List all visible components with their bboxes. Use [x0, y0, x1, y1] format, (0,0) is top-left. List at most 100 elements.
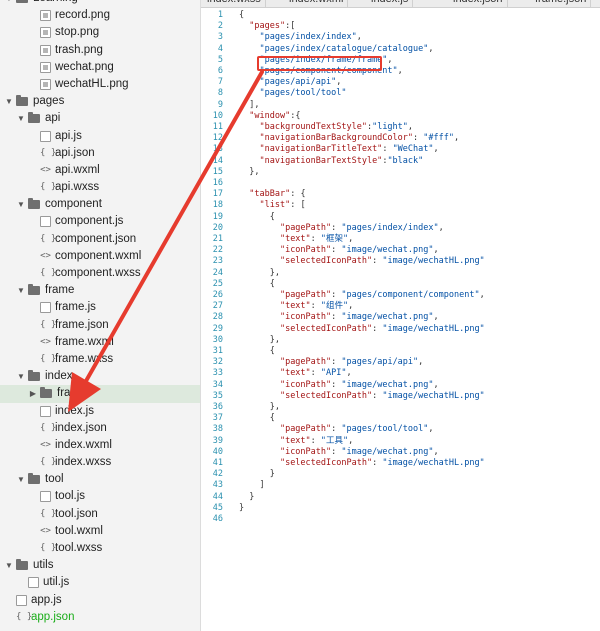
code-line[interactable]: "iconPath": "image/wechat.png", [279, 245, 439, 256]
file-tree-item[interactable]: wechat.png [0, 59, 200, 76]
file-tree-item[interactable]: { }frame.json [0, 317, 200, 334]
code-line[interactable]: "navigationBarTitleText": "WeChat", [259, 144, 439, 155]
chevron-down-icon[interactable]: ▼ [17, 114, 25, 124]
code-line[interactable]: "window":{ [249, 110, 301, 121]
code-line[interactable]: "pages/index/index", [259, 32, 362, 43]
file-tree-item[interactable]: record.png [0, 7, 200, 24]
code-line[interactable]: }, [239, 334, 280, 345]
editor-tab[interactable]: frame.json [531, 0, 592, 7]
file-tree-item[interactable]: app.js [0, 592, 200, 609]
code-line[interactable]: "iconPath": "image/wechat.png", [279, 312, 439, 323]
code-line[interactable]: } [239, 491, 255, 502]
wxml-file-icon: <> [40, 525, 51, 536]
code-line[interactable]: }, [239, 402, 280, 412]
file-tree-item[interactable]: tool.js [0, 488, 200, 505]
file-tree-item[interactable]: { }frame.wxss [0, 351, 200, 368]
chevron-down-icon[interactable]: ▼ [17, 200, 25, 210]
code-line[interactable]: "selectedIconPath": "image/wechatHL.png" [279, 390, 485, 401]
file-tree-item[interactable]: api.js [0, 128, 200, 145]
chevron-down-icon[interactable]: ▼ [17, 286, 25, 296]
code-line[interactable]: { [239, 211, 275, 222]
chevron-down-icon[interactable]: ▼ [5, 97, 13, 107]
editor-tab[interactable]: index.wxss [203, 0, 266, 7]
file-tree-item[interactable]: { }component.wxss [0, 265, 200, 282]
code-line[interactable]: "text": "框架", [279, 234, 354, 244]
code-line[interactable]: } [239, 469, 275, 480]
code-line[interactable]: "text": "组件", [279, 301, 354, 312]
code-line[interactable]: }, [239, 267, 280, 278]
code-line[interactable]: "selectedIconPath": "image/wechatHL.png" [279, 323, 485, 334]
file-tree-item[interactable]: ▶frame [0, 385, 200, 403]
file-tree-item[interactable]: ▼frame [0, 282, 200, 299]
code-line[interactable]: "text": "工具", [279, 435, 354, 446]
code-line[interactable]: "pages/index/catalogue/catalogue", [259, 43, 434, 54]
file-tree-item[interactable]: <>index.wxml [0, 437, 200, 454]
code-line[interactable]: "pages/tool/tool" [259, 88, 347, 99]
file-tree-item[interactable]: util.js [0, 574, 200, 591]
file-tree-item[interactable]: ▼index [0, 368, 200, 385]
code-line[interactable]: "pagePath": "pages/index/index", [279, 222, 444, 233]
file-tree-item[interactable]: component.js [0, 213, 200, 230]
code-line[interactable]: "pagePath": "pages/tool/tool", [279, 424, 434, 435]
code-line[interactable]: "pages/component/component", [259, 66, 403, 76]
file-tree-item[interactable]: <>tool.wxml [0, 523, 200, 540]
file-tree-item[interactable]: ▼Learning [0, 0, 200, 7]
code-line[interactable]: "pagePath": "pages/component/component", [279, 290, 485, 300]
file-tree-item-label: index.wxml [55, 438, 112, 451]
file-tree-item[interactable]: { }index.wxss [0, 454, 200, 471]
file-tree-item[interactable]: stop.png [0, 24, 200, 41]
code-line[interactable]: "pagePath": "pages/api/api", [279, 357, 424, 368]
code-line[interactable]: { [239, 413, 275, 424]
code-line[interactable]: "pages/api/api", [259, 77, 342, 88]
file-tree-item[interactable]: index.js [0, 403, 200, 420]
file-tree-item[interactable]: ▼utils [0, 557, 200, 574]
file-tree-item[interactable]: { }tool.wxss [0, 540, 200, 557]
code-line[interactable]: "navigationBarTextStyle":"black" [259, 155, 424, 166]
file-tree-item[interactable]: ▼api [0, 110, 200, 127]
code-line[interactable]: } [239, 502, 245, 513]
chevron-down-icon[interactable]: ▼ [4, 0, 14, 7]
file-tree-item[interactable]: ▼component [0, 196, 200, 213]
code-line[interactable]: { [239, 346, 275, 356]
code-line[interactable]: "list": [ [259, 200, 306, 211]
chevron-down-icon[interactable]: ▼ [5, 561, 13, 571]
file-tree-item[interactable]: { }tool.json [0, 506, 200, 523]
editor-tab[interactable]: index.wxml [285, 0, 349, 7]
file-tree-item[interactable]: ▼pages [0, 93, 200, 110]
code-line[interactable]: "pages/index/frame/frame", [259, 54, 393, 65]
file-tree-item[interactable]: { }component.json [0, 231, 200, 248]
code-line[interactable]: "text": "API", [279, 368, 352, 379]
code-line[interactable]: "navigationBarBackgroundColor": "#fff", [259, 133, 460, 144]
file-tree-item[interactable]: <>frame.wxml [0, 334, 200, 351]
file-tree-item[interactable]: ▼tool [0, 471, 200, 488]
file-tree-item[interactable]: { }api.json [0, 145, 200, 162]
code-line[interactable]: { [239, 278, 275, 289]
file-tree-item[interactable]: trash.png [0, 42, 200, 59]
editor-tab[interactable]: index.js [367, 0, 414, 7]
wxml-file-icon: <> [40, 250, 51, 261]
code-line[interactable]: }, [239, 166, 260, 177]
file-tree-item[interactable]: frame.js [0, 299, 200, 316]
code-line[interactable]: "selectedIconPath": "image/wechatHL.png" [279, 256, 485, 267]
chevron-down-icon[interactable]: ▼ [17, 372, 25, 382]
file-tree-item[interactable]: <>api.wxml [0, 162, 200, 179]
file-tree-item[interactable]: wechatHL.png [0, 76, 200, 93]
file-tree-item[interactable]: { }api.wxss [0, 179, 200, 196]
code-line[interactable]: "iconPath": "image/wechat.png", [279, 379, 439, 390]
chevron-down-icon[interactable]: ▼ [17, 475, 25, 485]
file-tree-item[interactable]: { }app.json [0, 609, 200, 626]
wxss-file-icon: { } [40, 268, 57, 278]
file-tree-item[interactable]: <>component.wxml [0, 248, 200, 265]
code-line[interactable]: ] [239, 480, 265, 491]
code-line[interactable]: ], [239, 99, 260, 110]
file-tree-item[interactable]: { }index.json [0, 420, 200, 437]
code-line[interactable]: "iconPath": "image/wechat.png", [279, 446, 439, 457]
code-line[interactable]: "pages":[ [249, 21, 296, 32]
code-line[interactable]: "tabBar": { [249, 189, 306, 200]
code-line[interactable]: "selectedIconPath": "image/wechatHL.png" [279, 458, 485, 468]
code-line[interactable]: "backgroundTextStyle":"light", [259, 122, 414, 132]
editor-tab[interactable]: index.json [449, 0, 508, 7]
code-line[interactable]: { [239, 10, 245, 20]
chevron-right-icon[interactable]: ▶ [29, 389, 37, 399]
